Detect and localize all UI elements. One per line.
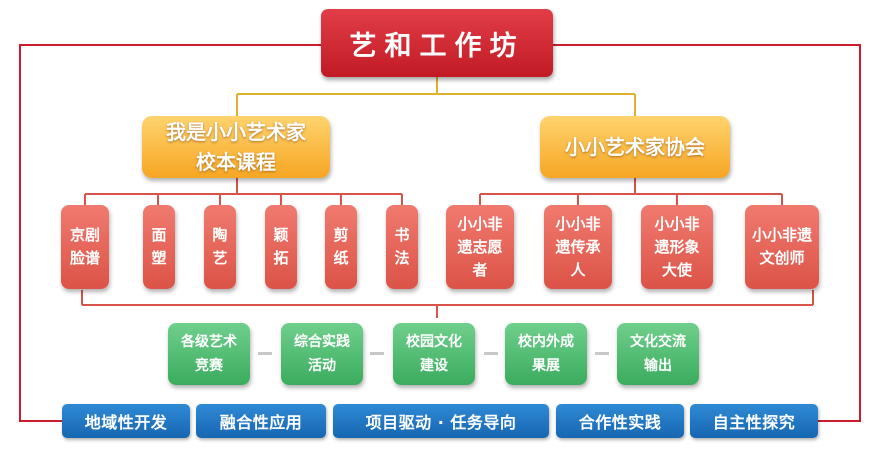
- branch-artist-association-label: 小小艺术家协会: [565, 135, 705, 159]
- activity-label: 文化交流 输出: [630, 334, 686, 374]
- activity-label: 校内外成 果展: [518, 334, 574, 374]
- dash-connector: [370, 352, 384, 355]
- leaf-heritage-ambassador: 小小非 遗形象 大使: [641, 205, 713, 289]
- leaf-label: 京剧 脸谱: [69, 226, 100, 267]
- activity-campus-culture: 校园文化 建设: [393, 323, 475, 385]
- activity-practice: 综合实践 活动: [281, 323, 363, 385]
- leaf-label: 小小非遗 文创师: [751, 226, 812, 267]
- leaf-label: 小小非 遗志愿 者: [457, 214, 503, 279]
- activity-cultural-exchange: 文化交流 输出: [617, 323, 699, 385]
- activity-exhibition: 校内外成 果展: [505, 323, 587, 385]
- leaf-label: 小小非 遗传承 人: [555, 214, 601, 279]
- branch-artist-association: 小小艺术家协会: [540, 116, 730, 178]
- leaf-label: 书 法: [394, 226, 410, 267]
- principle-cooperation: 合作性实践: [556, 404, 684, 438]
- leaf-label: 面 塑: [151, 226, 167, 267]
- activity-label: 校园文化 建设: [406, 334, 462, 374]
- dash-connector: [484, 352, 498, 355]
- principle-project-driven: 项目驱动 · 任务导向: [333, 404, 549, 438]
- leaf-calligraphy: 书 法: [386, 205, 418, 289]
- frame-line-right: [553, 44, 861, 422]
- principle-regional: 地域性开发: [62, 404, 190, 438]
- dash-connector: [258, 352, 272, 355]
- frame-line-left: [19, 44, 321, 422]
- activity-label: 各级艺术 竞赛: [181, 334, 237, 374]
- leaf-label: 陶 艺: [212, 226, 228, 267]
- leaf-label: 小小非 遗形象 大使: [654, 214, 700, 279]
- leaf-heritage-volunteer: 小小非 遗志愿 者: [446, 205, 514, 289]
- page-title: 艺和工作坊: [321, 9, 553, 77]
- principle-self-exploration: 自主性探究: [690, 404, 818, 438]
- leaf-dough-sculpture: 面 塑: [143, 205, 175, 289]
- activity-art-competitions: 各级艺术 竞赛: [168, 323, 250, 385]
- leaf-paper-cutting: 剪 纸: [325, 205, 357, 289]
- leaf-rubbing: 颖 拓: [265, 205, 297, 289]
- leaf-heritage-creator: 小小非遗 文创师: [745, 205, 819, 289]
- branch-school-course: 我是小小艺术家 校本课程: [142, 116, 330, 178]
- leaf-heritage-inheritor: 小小非 遗传承 人: [544, 205, 612, 289]
- leaf-label: 颖 拓: [273, 226, 289, 267]
- dash-connector: [595, 352, 609, 355]
- principle-integration: 融合性应用: [196, 404, 326, 438]
- leaf-peking-opera-masks: 京剧 脸谱: [61, 205, 109, 289]
- leaf-label: 剪 纸: [333, 226, 349, 267]
- leaf-pottery: 陶 艺: [204, 205, 236, 289]
- activity-label: 综合实践 活动: [294, 334, 350, 374]
- branch-school-course-label: 我是小小艺术家 校本课程: [166, 120, 306, 174]
